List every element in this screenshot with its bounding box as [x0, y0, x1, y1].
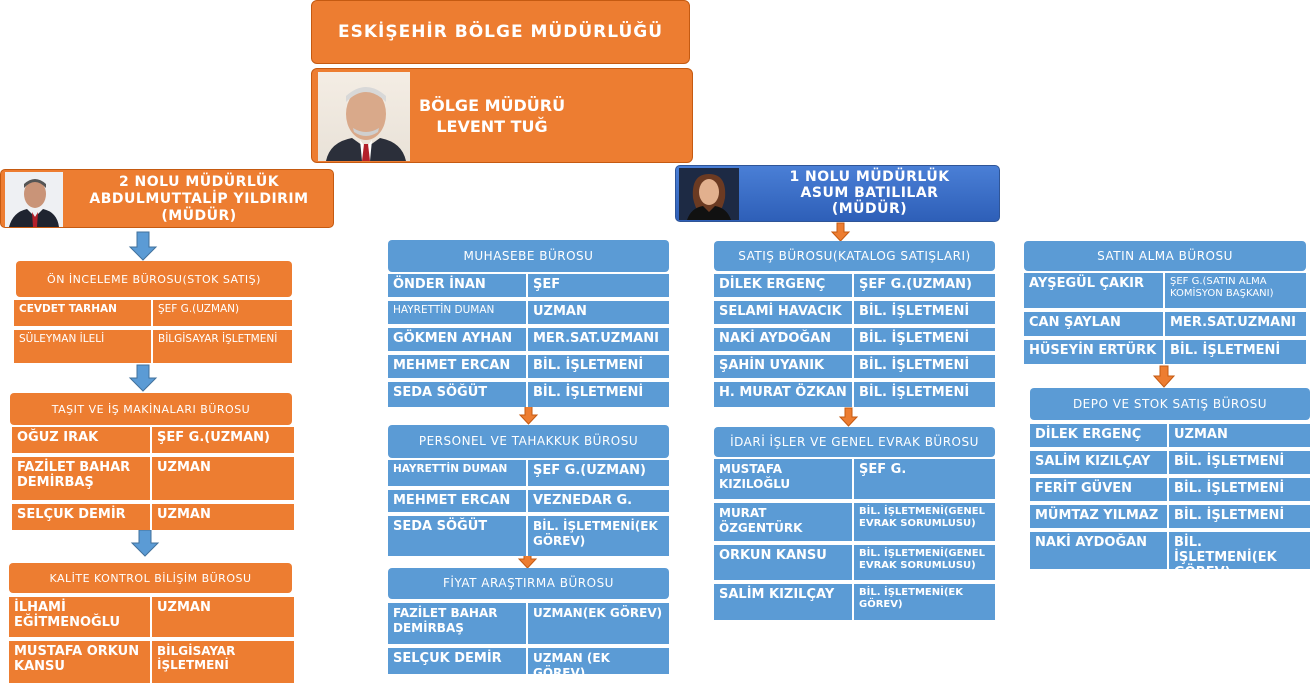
- table-row: CAN ŞAYLAN MER.SAT.UZMANI: [1024, 312, 1306, 338]
- person-name: SELAMİ HAVACIK: [714, 301, 854, 324]
- table-row: AYŞEGÜL ÇAKIR ŞEF G.(SATIN ALMA KOMİSYON…: [1024, 273, 1306, 310]
- person-role: BİL. İŞLETMENİ: [1174, 481, 1285, 496]
- table-row: MURAT ÖZGENTÜRK BİL. İŞLETMENİ(GENEL EVR…: [714, 503, 995, 543]
- table-row: SALİM KIZILÇAY BİL. İŞLETMENİ: [1030, 451, 1310, 476]
- table-row: MUSTAFA ORKUN KANSU BİLGİSAYAR İŞLETMENİ: [9, 641, 294, 683]
- regional-manager-name: LEVENT TUĞ: [436, 117, 548, 136]
- person-role: ŞEF G.(UZMAN): [859, 277, 973, 292]
- regional-manager-title: BÖLGE MÜDÜRÜ: [418, 96, 566, 115]
- person-role: BİL. İŞLETMENİ: [859, 358, 970, 373]
- person-name: NAKİ AYDOĞAN: [714, 328, 854, 351]
- table-row: DİLEK ERGENÇ ŞEF G.(UZMAN): [714, 274, 995, 299]
- table-row: CEVDET TARHAN ŞEF G.(UZMAN): [14, 300, 292, 328]
- directorate-2-photo: [5, 172, 63, 227]
- table-row: MEHMET ERCAN BİL. İŞLETMENİ: [388, 355, 669, 380]
- person-name: FERİT GÜVEN: [1030, 478, 1169, 501]
- table-row: SALİM KIZILÇAY BİL. İŞLETMENİ(EK GÖREV): [714, 584, 995, 620]
- muhasebe-header: MUHASEBE BÜROSU: [388, 240, 669, 272]
- person-name: DİLEK ERGENÇ: [714, 274, 854, 297]
- person-name: SALİM KIZILÇAY: [1030, 451, 1169, 474]
- person-role: BİL. İŞLETMENİ: [1174, 454, 1285, 469]
- tasit-header: TAŞIT VE İŞ MAKİNALARI BÜROSU: [10, 393, 292, 425]
- table-row: NAKİ AYDOĞAN BİL. İŞLETMENİ: [714, 328, 995, 353]
- person-role: BİL. İŞLETMENİ: [533, 358, 644, 373]
- table-row: SEDA SÖĞÜT BİL. İŞLETMENİ(EK GÖREV): [388, 516, 669, 556]
- table-row: SEDA SÖĞÜT BİL. İŞLETMENİ: [388, 382, 669, 407]
- table-row: FAZİLET BAHAR DEMİRBAŞ UZMAN(EK GÖREV): [388, 603, 669, 646]
- table-row: FERİT GÜVEN BİL. İŞLETMENİ: [1030, 478, 1310, 503]
- table-row: H. MURAT ÖZKAN BİL. İŞLETMENİ: [714, 382, 995, 407]
- person-name: HAYRETTİN DUMAN: [388, 301, 528, 324]
- directorate-1-name: ASUM BATILILAR: [800, 185, 939, 201]
- person-name: MÜMTAZ YILMAZ: [1030, 505, 1169, 528]
- satin-alma-header: SATIN ALMA BÜROSU: [1024, 241, 1306, 271]
- table-row: GÖKMEN AYHAN MER.SAT.UZMANI: [388, 328, 669, 353]
- person-role: MER.SAT.UZMANI: [533, 331, 659, 346]
- person-role: ŞEF: [533, 277, 561, 292]
- person-name: H. MURAT ÖZKAN: [714, 382, 854, 407]
- table-row: ORKUN KANSU BİL. İŞLETMENİ(GENEL EVRAK S…: [714, 545, 995, 582]
- table-row: ŞAHİN UYANIK BİL. İŞLETMENİ: [714, 355, 995, 380]
- person-name: MEHMET ERCAN: [388, 355, 528, 378]
- directorate-1-role: (MÜDÜR): [831, 201, 908, 217]
- person-name: ÖNDER İNAN: [388, 274, 528, 297]
- satis-header: SATIŞ BÜROSU(KATALOG SATIŞLARI): [714, 241, 995, 271]
- arrow-down-icon: [128, 231, 158, 261]
- person-role: UZMAN: [533, 304, 587, 319]
- table-row: SELÇUK DEMİR UZMAN: [12, 504, 294, 530]
- person-role: BİL. İŞLETMENİ: [859, 304, 970, 319]
- personel-header: PERSONEL VE TAHAKKUK BÜROSU: [388, 425, 669, 458]
- table-row: MEHMET ERCAN VEZNEDAR G.: [388, 490, 669, 514]
- table-row: FAZİLET BAHAR DEMİRBAŞ UZMAN: [12, 457, 294, 502]
- directorate-1-box: 1 NOLU MÜDÜRLÜK ASUM BATILILAR (MÜDÜR): [675, 165, 1000, 222]
- table-row: ÖNDER İNAN ŞEF: [388, 274, 669, 299]
- person-role: BİL. İŞLETMENİ: [859, 385, 970, 400]
- directorate-2-role: (MÜDÜR): [161, 208, 237, 224]
- person-name: NAKİ AYDOĞAN: [1030, 532, 1169, 569]
- table-row: HAYRETTİN DUMAN ŞEF G.(UZMAN): [388, 460, 669, 488]
- regional-manager-box: BÖLGE MÜDÜRÜ LEVENT TUĞ: [311, 68, 693, 163]
- depo-header: DEPO VE STOK SATIŞ BÜROSU: [1030, 388, 1310, 420]
- directorate-1-photo: [679, 168, 739, 220]
- person-name: DİLEK ERGENÇ: [1030, 424, 1169, 447]
- person-name: ŞAHİN UYANIK: [714, 355, 854, 378]
- person-role: BİL. İŞLETMENİ(EK GÖREV): [1174, 535, 1277, 580]
- org-title: ESKİŞEHİR BÖLGE MÜDÜRLÜĞÜ: [337, 22, 663, 42]
- fiyat-header: FİYAT ARAŞTIRMA BÜROSU: [388, 568, 669, 599]
- directorate-1-title: 1 NOLU MÜDÜRLÜK: [789, 169, 950, 185]
- directorate-2-title: 2 NOLU MÜDÜRLÜK: [118, 174, 280, 190]
- table-row: SELAMİ HAVACIK BİL. İŞLETMENİ: [714, 301, 995, 326]
- table-row: MÜMTAZ YILMAZ BİL. İŞLETMENİ: [1030, 505, 1310, 530]
- person-role: BİL. İŞLETMENİ: [859, 331, 970, 346]
- arrow-down-icon: [128, 364, 158, 392]
- person-role: BİL. İŞLETMENİ: [1174, 508, 1285, 523]
- person-name: SEDA SÖĞÜT: [388, 382, 528, 407]
- table-row: SELÇUK DEMİR UZMAN (EK GÖREV): [388, 648, 669, 680]
- table-row: İLHAMİ EĞİTMENOĞLU UZMAN: [9, 597, 294, 639]
- regional-manager-photo: [318, 72, 410, 161]
- table-row: SÜLEYMAN İLELİ BİLGİSAYAR İŞLETMENİ: [14, 330, 292, 363]
- org-title-box: ESKİŞEHİR BÖLGE MÜDÜRLÜĞÜ: [311, 0, 690, 64]
- directorate-2-name: ABDULMUTTALİP YILDIRIM: [89, 191, 309, 207]
- person-role: BİL. İŞLETMENİ: [533, 385, 644, 400]
- on-inceleme-header: ÖN İNCELEME BÜROSU(STOK SATIŞ): [16, 261, 292, 297]
- kalite-header: KALİTE KONTROL BİLİŞİM BÜROSU: [9, 563, 292, 593]
- directorate-2-box: 2 NOLU MÜDÜRLÜK ABDULMUTTALİP YILDIRIM (…: [0, 169, 334, 228]
- table-row: HAYRETTİN DUMAN UZMAN: [388, 301, 669, 326]
- table-row: DİLEK ERGENÇ UZMAN: [1030, 424, 1310, 449]
- table-row: MUSTAFA KIZILOĞLU ŞEF G.: [714, 459, 995, 501]
- idari-header: İDARİ İŞLER VE GENEL EVRAK BÜROSU: [714, 427, 995, 457]
- person-name: GÖKMEN AYHAN: [388, 328, 528, 351]
- person-role: UZMAN: [1174, 427, 1228, 442]
- arrow-down-icon: [130, 529, 160, 557]
- table-row: OĞUZ IRAK ŞEF G.(UZMAN): [12, 427, 294, 455]
- table-row: HÜSEYİN ERTÜRK BİL. İŞLETMENİ: [1024, 340, 1306, 364]
